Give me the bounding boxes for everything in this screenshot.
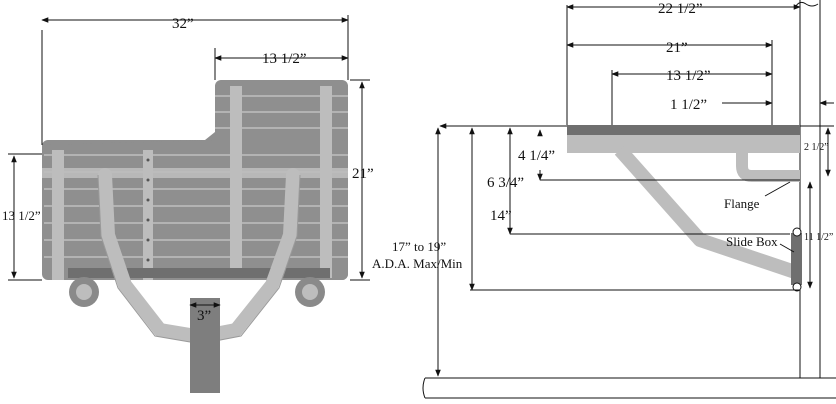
floor bbox=[425, 377, 836, 399]
seat-straps bbox=[52, 86, 332, 280]
seat-lower-panel bbox=[42, 140, 348, 280]
seat-depth-label: 21” bbox=[666, 40, 688, 56]
wall-mount-post bbox=[190, 298, 220, 393]
slide-box-label: Slide Box bbox=[726, 234, 778, 249]
seat-side-frame bbox=[567, 135, 800, 153]
slide-box bbox=[791, 233, 802, 285]
flange-drop-label: 6 3/4” bbox=[487, 175, 524, 191]
front-top-depth-label: 13 1/2” bbox=[262, 51, 307, 67]
brace-arm bbox=[614, 145, 798, 279]
wall bbox=[799, 0, 821, 378]
side-view: 22 1/2” 21” 13 1/2” 1 1/2” 4 1/4” 6 3/4”… bbox=[372, 0, 836, 399]
drop-label: 4 1/4” bbox=[518, 148, 555, 164]
support-arms bbox=[98, 168, 300, 342]
ada-label: A.D.A. Max/Min bbox=[372, 256, 463, 271]
brace-height-label: 14” bbox=[490, 208, 512, 224]
right-wheel-icon bbox=[295, 277, 325, 307]
flange bbox=[736, 150, 800, 182]
overall-depth-label: 22 1/2” bbox=[658, 1, 703, 17]
slide-height-label: 11 1/2” bbox=[804, 232, 833, 243]
front-height-left-label: 13 1/2” bbox=[2, 208, 41, 223]
seat-slats bbox=[42, 80, 348, 280]
mount-width-label: 3” bbox=[197, 308, 211, 324]
flange-height-label: 2 1/2” bbox=[804, 142, 829, 153]
left-wheel-icon bbox=[69, 277, 99, 307]
front-view: 32” 13 1/2” 21” 13 1/2” 3” bbox=[2, 15, 374, 393]
front-width-label: 32” bbox=[172, 16, 194, 32]
seat-side-top bbox=[567, 125, 800, 135]
inner-depth-label: 13 1/2” bbox=[666, 68, 711, 84]
gap-label: 1 1/2” bbox=[670, 97, 707, 113]
seat-frame-bottom bbox=[68, 268, 330, 278]
front-height-right-label: 21” bbox=[352, 166, 374, 182]
flange-label: Flange bbox=[724, 196, 760, 211]
floor-height-label: 17” to 19” bbox=[392, 239, 446, 254]
